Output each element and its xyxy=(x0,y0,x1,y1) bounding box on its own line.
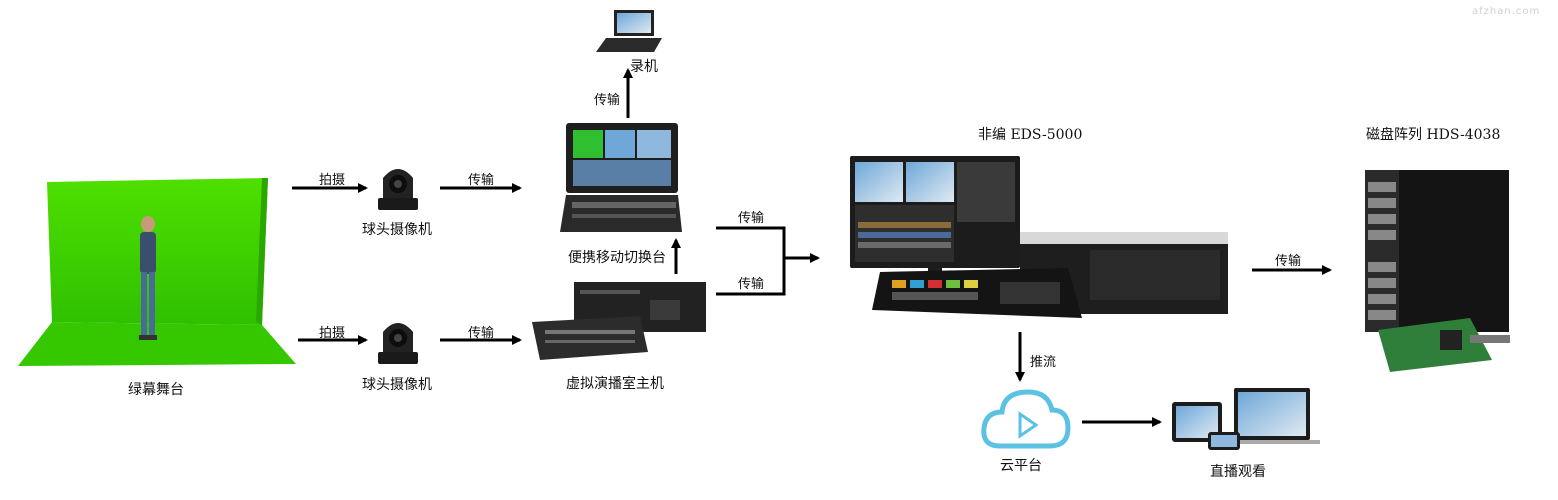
portable-switcher-image xyxy=(560,123,682,232)
edge-label-transmit-cam-bottom: 传输 xyxy=(468,326,495,341)
ptz-camera-top-image xyxy=(378,169,418,210)
nonlinear-editor-image xyxy=(850,156,1228,318)
edge-label-shoot-bottom: 拍摄 xyxy=(319,326,346,341)
virtual-studio-host-image xyxy=(532,282,706,360)
edge-label-transmit-recorder: 传输 xyxy=(594,93,621,108)
green-stage-image xyxy=(18,178,296,366)
node-label-recorder: 录机 xyxy=(630,59,658,75)
edge-label-transmit-host-merge: 传输 xyxy=(738,277,765,292)
node-label-cloud-platform: 云平台 xyxy=(1000,458,1042,474)
cloud-platform-image xyxy=(981,389,1071,449)
node-label-live-viewing: 直播观看 xyxy=(1210,464,1266,480)
merge-line-switcher xyxy=(716,226,786,296)
live-viewing-image xyxy=(1172,388,1320,450)
recorder-image xyxy=(596,10,662,52)
edge-label-transmit-switcher-merge: 传输 xyxy=(738,211,765,226)
node-label-portable-switcher: 便携移动切换台 xyxy=(568,250,666,266)
edge-label-transmit-cam-top: 传输 xyxy=(468,173,495,188)
node-label-ptz-camera-bottom: 球头摄像机 xyxy=(362,377,432,393)
node-label-green-stage: 绿幕舞台 xyxy=(128,382,184,398)
edge-label-transmit-disk: 传输 xyxy=(1275,254,1302,269)
node-label-disk-array: 磁盘阵列 HDS-4038 xyxy=(1366,127,1501,143)
edge-label-push-stream: 推流 xyxy=(1030,355,1057,370)
node-label-nonlinear-editor: 非编 EDS-5000 xyxy=(978,127,1083,143)
watermark: afzhan.com xyxy=(1472,6,1541,17)
node-label-virtual-studio-host: 虚拟演播室主机 xyxy=(566,376,664,392)
node-label-ptz-camera-top: 球头摄像机 xyxy=(362,222,432,238)
edge-label-shoot-top: 拍摄 xyxy=(319,173,346,188)
ptz-camera-bottom-image xyxy=(378,323,418,364)
disk-array-image xyxy=(1365,170,1510,372)
arrows xyxy=(292,68,1332,427)
